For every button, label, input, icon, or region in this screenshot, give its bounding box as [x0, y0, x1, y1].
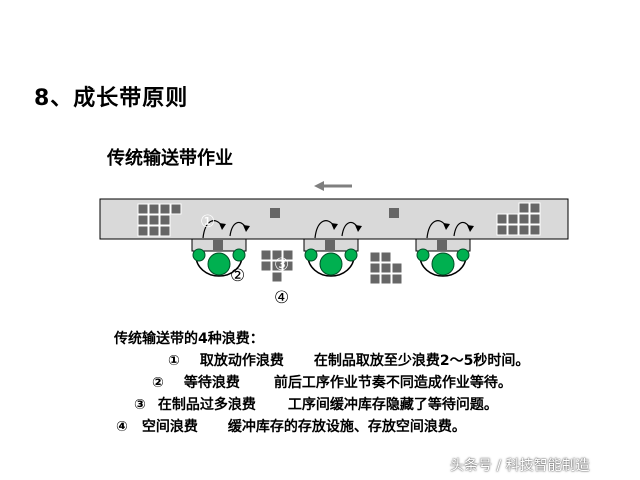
- label-1: ①: [200, 212, 215, 232]
- waste-desc: 缓冲库存的存放设施、存放空间浪费。: [227, 419, 466, 435]
- waste-num: ②: [152, 375, 164, 391]
- table-part: [213, 240, 223, 250]
- table-part: [325, 240, 335, 250]
- belt-part: [270, 208, 280, 218]
- waste-desc: 工序间缓冲库存隐藏了等待问题。: [287, 397, 498, 413]
- worker-1: [192, 248, 246, 277]
- table-part: [437, 240, 447, 250]
- worker-3: [416, 248, 470, 277]
- worker-2: [304, 248, 358, 277]
- waste-item-3: ③ 在制品过多浪费 工序间缓冲库存隐藏了等待问题。: [134, 394, 529, 416]
- pickup-arrowhead: [331, 223, 338, 230]
- waste-desc: 在制品取放至少浪费2～5秒时间。: [313, 353, 530, 369]
- waste-num: ③: [134, 397, 146, 413]
- pickup-arrowhead: [467, 225, 474, 232]
- label-2: ②: [230, 266, 245, 286]
- buffer-stock-2: [369, 251, 403, 285]
- waste-list: 传统输送带的4种浪费： ① 取放动作浪费 在制品取放至少浪费2～5秒时间。 ② 等待浪…: [114, 328, 529, 438]
- flow-direction-arrow: [314, 181, 352, 191]
- label-3: ③: [274, 255, 289, 275]
- belt-part: [389, 208, 399, 218]
- waste-name: 取放动作浪费: [199, 353, 284, 369]
- waste-item-4: ④ 空间浪费 缓冲库存的存放设施、存放空间浪费。: [116, 416, 529, 438]
- slide-title: 8、成长带原则: [34, 86, 189, 111]
- buffer-stock-1: [260, 249, 294, 283]
- belt-stock-right: [496, 202, 541, 236]
- belt-stock-left: [137, 203, 182, 237]
- pickup-arrowhead: [243, 225, 250, 232]
- pickup-arrowhead: [355, 225, 362, 232]
- waste-num: ①: [168, 353, 180, 369]
- waste-heading: 传统输送带的4种浪费：: [114, 331, 264, 347]
- waste-item-2: ② 等待浪费 前后工序作业节奏不同造成作业等待。: [152, 372, 529, 394]
- waste-name: 空间浪费: [141, 419, 198, 435]
- conveyor-diagram: ① ② ③ ④: [99, 181, 569, 308]
- waste-num: ④: [116, 419, 128, 435]
- waste-name: 等待浪费: [183, 375, 240, 391]
- pickup-arrowhead: [219, 223, 226, 230]
- pickup-arrowhead: [443, 223, 450, 230]
- waste-item-1: ① 取放动作浪费 在制品取放至少浪费2～5秒时间。: [168, 350, 529, 372]
- waste-name: 在制品过多浪费: [157, 397, 256, 413]
- diagram-subtitle: 传统输送带作业: [107, 148, 233, 169]
- watermark: 头条号 / 科技智能制造: [450, 458, 590, 474]
- label-4: ④: [274, 288, 289, 308]
- waste-desc: 前后工序作业节奏不同造成作业等待。: [273, 375, 512, 391]
